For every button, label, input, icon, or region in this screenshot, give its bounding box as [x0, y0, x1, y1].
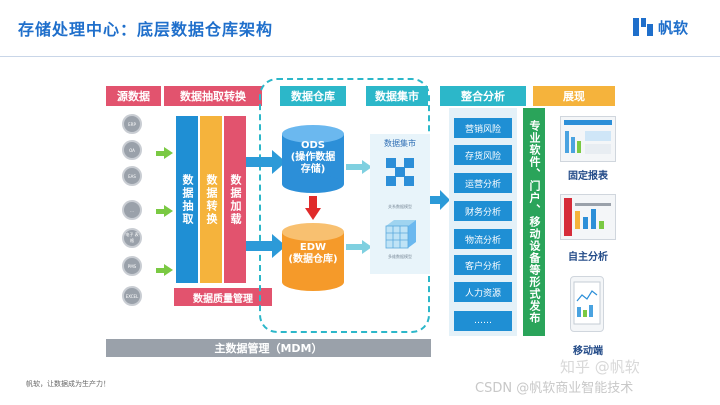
etl-load-bar: 数据加载	[224, 116, 246, 283]
watermark-zhihu: 知乎 @帆软	[560, 358, 640, 376]
column-header-etl: 数据抽取转换	[164, 86, 262, 106]
source-oa-icon: OA	[122, 140, 142, 160]
etl-extract-bar: 数据抽取	[176, 116, 198, 283]
ods-label: ODS (操作数据 存储)	[280, 140, 346, 176]
footer-slogan: 帆软，让数据成为生产力！	[26, 380, 110, 388]
header-divider	[0, 56, 720, 57]
green-arrow-icon	[156, 147, 173, 159]
dashboard-thumbnail-icon	[564, 120, 612, 154]
fixed-report-thumbnail	[560, 116, 616, 162]
edw-title: EDW	[299, 242, 327, 253]
analysis-item: ……	[454, 311, 512, 331]
multidimensional-model-label: 多维数据模型	[388, 254, 412, 259]
ods-subtitle-line1: (操作数据	[290, 152, 336, 163]
analysis-item: 客户分析	[454, 255, 512, 275]
analysis-item: 物流分析	[454, 229, 512, 249]
edw-database-icon	[282, 223, 344, 291]
analysis-thumbnail-icon	[564, 198, 611, 236]
green-arrow-icon	[156, 264, 173, 276]
red-down-arrow-icon	[305, 196, 321, 220]
source-erp-icon: ERP	[122, 114, 142, 134]
arrow-to-ods-icon	[246, 150, 286, 174]
mobile-caption: 移动端	[573, 346, 603, 357]
self-service-caption: 自主分析	[568, 252, 608, 263]
green-arrow-icon	[156, 205, 173, 217]
watermark-csdn: CSDN @帆软商业智能技术	[475, 381, 634, 396]
self-service-thumbnail	[560, 194, 616, 240]
arrow-to-edw-icon	[246, 234, 286, 258]
analysis-item: 财务分析	[454, 201, 512, 221]
arrow-edw-to-mart-icon	[346, 240, 372, 254]
brand-logo: 帆软	[632, 16, 688, 38]
publish-channels-bar: 专业软件、门户、移动设备等形式发布	[523, 108, 545, 336]
logo-text: 帆软	[658, 18, 689, 37]
fixed-report-caption: 固定报表	[568, 171, 608, 182]
source-excel-icon: EXCEL	[122, 286, 142, 306]
relational-model-icon	[386, 158, 414, 186]
page-title: 存储处理中心：底层数据仓库架构	[18, 20, 274, 39]
edw-label: EDW (数据仓库)	[280, 242, 346, 266]
edw-subtitle: (数据仓库)	[288, 254, 338, 265]
mobile-thumbnail	[570, 276, 604, 332]
ods-subtitle-line2: 存储)	[300, 164, 326, 175]
fanruan-logo-icon	[633, 18, 653, 36]
analysis-item: 人力资源	[454, 282, 512, 302]
column-header-warehouse: 数据仓库	[280, 86, 346, 106]
analysis-item: 存货风险	[454, 145, 512, 165]
multidimensional-cube-icon	[385, 220, 416, 249]
data-quality-label: 数据质量管理	[174, 288, 272, 306]
mobile-phone-icon	[573, 281, 601, 325]
column-header-source: 源数据	[106, 86, 161, 106]
source-eas-icon: EAS	[122, 166, 142, 186]
column-header-display: 展现	[533, 86, 615, 106]
data-mart-title: 数据集市	[384, 139, 416, 148]
source-more-icon: ...	[122, 200, 142, 220]
relational-model-label: 关系数据模型	[388, 204, 412, 209]
arrow-ods-to-mart-icon	[346, 160, 372, 174]
analysis-item: 营销风险	[454, 118, 512, 138]
column-header-analysis: 整合分析	[440, 86, 526, 106]
arrow-to-analysis-icon	[430, 190, 450, 210]
etl-transform-bar: 数据转换	[200, 116, 222, 283]
source-spreadsheet-icon: 电子 表格	[122, 228, 142, 248]
data-mart-panel	[370, 134, 430, 274]
analysis-item: 运营分析	[454, 173, 512, 193]
ods-database-icon	[282, 125, 344, 193]
mdm-bar: 主数据管理（MDM）	[106, 339, 431, 357]
source-pms-icon: PMS	[122, 256, 142, 276]
ods-title: ODS	[300, 140, 325, 151]
